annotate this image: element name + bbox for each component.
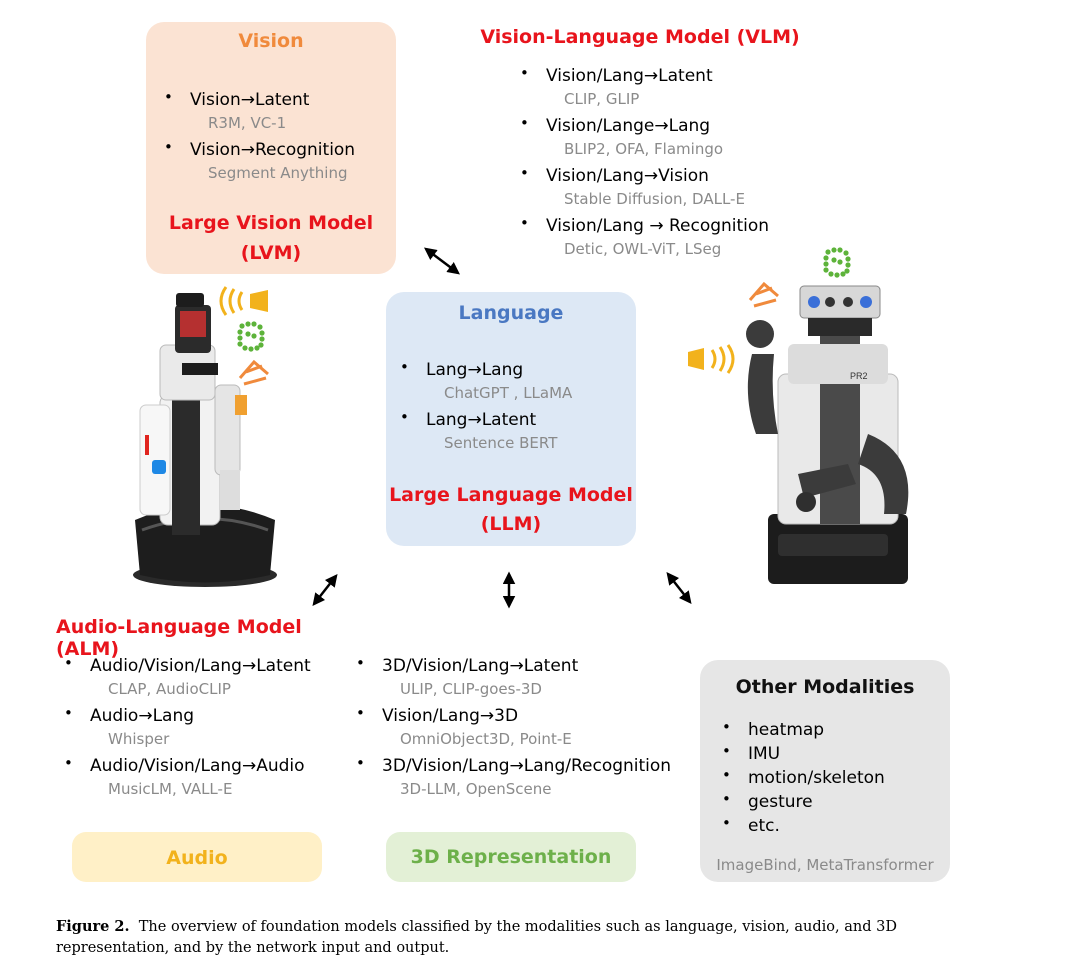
other-item-label: IMU: [748, 744, 781, 764]
other-item: •etc.: [720, 814, 940, 838]
alm-item-examples: MusicLM, VALL-E: [108, 780, 233, 798]
vision-box: [146, 22, 396, 274]
vlm-item-label: Vision/Lang→Latent: [546, 66, 713, 86]
threed-item-label: 3D/Vision/Lang→Latent: [382, 656, 579, 676]
lvm-title: Large Vision Model: [168, 212, 374, 234]
left-robot-illustration: [133, 293, 277, 587]
text-a-icon: [238, 359, 269, 386]
llm-title: Large Language Model: [389, 484, 633, 506]
alm-item-label: Audio/Vision/Lang→Latent: [90, 656, 311, 676]
arrow-language-audio: [312, 574, 338, 606]
point-cloud-icon: [823, 247, 851, 278]
vision-item-label: Vision→Recognition: [190, 140, 356, 160]
figure-caption: Figure 2. The overview of foundation mod…: [56, 916, 976, 959]
alm-item-label: Audio/Vision/Lang→Audio: [90, 756, 305, 776]
other-item: •heatmap: [720, 718, 940, 742]
vision-item: • Vision→Latent R3M, VC-1: [162, 88, 392, 134]
other-modalities-examples: ImageBind, MetaTransformer: [716, 856, 934, 874]
vision-header: Vision: [238, 30, 304, 52]
threed-item-examples: ULIP, CLIP-goes-3D: [400, 680, 542, 698]
vlm-item-examples: CLIP, GLIP: [564, 90, 640, 108]
vision-item-examples: Segment Anything: [208, 164, 348, 182]
3d-representation-box-label: 3D Representation: [410, 846, 612, 868]
other-item: •motion/skeleton: [720, 766, 940, 790]
other-item-label: motion/skeleton: [748, 768, 885, 788]
vision-list: • Vision→Latent R3M, VC-1 • Vision→Recog…: [162, 88, 392, 184]
language-box: [386, 292, 636, 546]
audio-box: [72, 832, 322, 882]
vision-item: • Vision→Recognition Segment Anything: [162, 138, 392, 184]
other-modalities-list: •heatmap •IMU •motion/skeleton •gesture …: [720, 718, 940, 838]
vlm-item-examples: Stable Diffusion, DALL-E: [564, 190, 745, 208]
caption-text: The overview of foundation models classi…: [56, 919, 897, 956]
pr2-label: PR2: [850, 371, 868, 381]
audio-box-label: Audio: [166, 847, 228, 869]
lvm-abbrev: (LVM): [240, 242, 302, 264]
vlm-item-examples: BLIP2, OFA, Flamingo: [564, 140, 724, 158]
vlm-item-label: Vision/Lange→Lang: [546, 116, 711, 136]
language-item-examples: Sentence BERT: [444, 434, 558, 452]
vision-item-examples: R3M, VC-1: [208, 114, 287, 132]
alm-title: Audio-Language Model (ALM): [56, 616, 302, 660]
language-item-examples: ChatGPT , LLaMA: [444, 384, 573, 402]
text-a-icon: [748, 281, 779, 308]
other-item-label: gesture: [748, 792, 813, 812]
language-item-label: Lang→Latent: [426, 410, 537, 430]
other-modalities-header: Other Modalities: [735, 676, 915, 698]
other-item: •gesture: [720, 790, 940, 814]
alm-item-examples: CLAP, AudioCLIP: [108, 680, 231, 698]
3d-representation-box: [386, 832, 636, 882]
language-item-label: Lang→Lang: [426, 360, 524, 380]
sound-waves-icon: [688, 344, 735, 374]
point-cloud-icon: [237, 321, 265, 352]
alm-item-examples: Whisper: [108, 730, 170, 748]
alm-item-label: Audio→Lang: [90, 706, 195, 726]
threed-item-label: Vision/Lang→3D: [382, 706, 519, 726]
threed-item-examples: OmniObject3D, Point-E: [400, 730, 572, 748]
other-modalities-box: [700, 660, 950, 882]
right-robot-illustration: PR2: [746, 285, 909, 584]
vlm-item-label: Vision/Lang→Vision: [546, 166, 709, 186]
other-item: •IMU: [720, 742, 940, 766]
language-header: Language: [458, 302, 564, 324]
threed-item-examples: 3D-LLM, OpenScene: [400, 780, 552, 798]
threed-item-label: 3D/Vision/Lang→Lang/Recognition: [382, 756, 672, 776]
vision-item-label: Vision→Latent: [190, 90, 310, 110]
figure-label: Figure 2.: [56, 918, 130, 935]
sound-waves-icon: [219, 286, 268, 316]
arrow-vision-language: [424, 247, 460, 275]
arrow-language-other: [666, 572, 692, 604]
vlm-item-examples: Detic, OWL-ViT, LSeg: [564, 240, 722, 258]
arrow-language-3d: [502, 571, 516, 609]
other-item-label: etc.: [748, 816, 780, 836]
vlm-item-label: Vision/Lang → Recognition: [546, 216, 770, 236]
other-item-label: heatmap: [748, 720, 825, 740]
llm-abbrev: (LLM): [480, 513, 542, 535]
vlm-title: Vision-Language Model (VLM): [480, 26, 800, 48]
